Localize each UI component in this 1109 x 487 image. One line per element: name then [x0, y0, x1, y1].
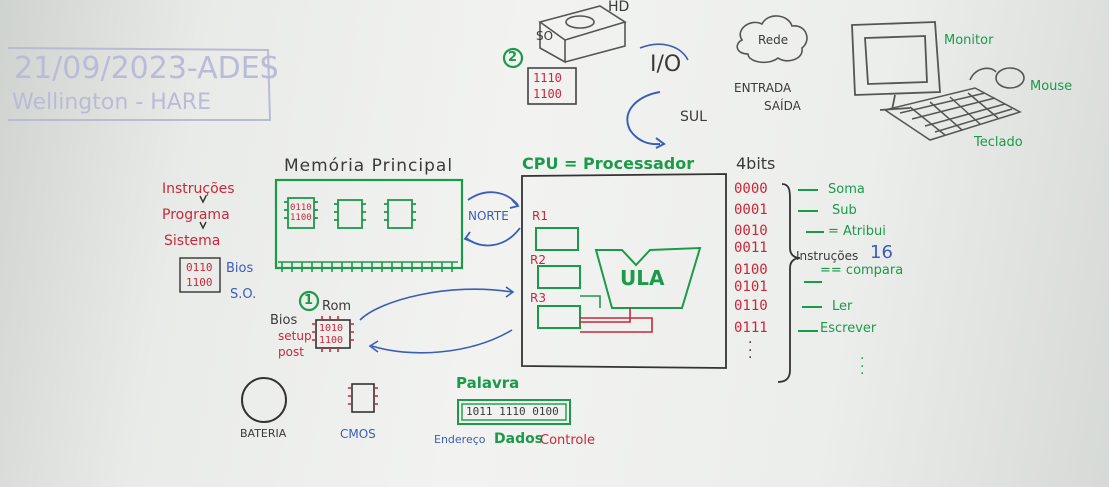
mouse-label: Mouse: [1030, 79, 1073, 94]
entrada-label: ENTRADA: [734, 81, 792, 95]
mouse-sketch: [969, 67, 1025, 89]
instruction-op: Sub: [832, 203, 857, 218]
register-r3: R3: [530, 291, 546, 305]
instruction-code: 0110: [734, 298, 768, 314]
palavra-bits: 1011 1110 0100: [466, 405, 559, 418]
norte-arrow-top: [467, 191, 519, 206]
ops-ellipsis: ···: [860, 351, 865, 383]
monitor-label: Monitor: [944, 33, 994, 48]
monitor-sketch: [851, 21, 941, 111]
instruction-brace: [777, 183, 801, 383]
codes-ellipsis: ···: [748, 335, 753, 367]
cpu-title: CPU = Processador: [522, 154, 695, 173]
cpu-registers: [535, 227, 581, 329]
chain-arrows: [199, 195, 207, 230]
so-label: S.O.: [230, 287, 257, 302]
palavra-controle: Controle: [540, 433, 595, 448]
palavra-title: Palavra: [456, 374, 520, 392]
io-label: I/O: [650, 52, 682, 77]
bios-label: Bios: [226, 261, 254, 276]
cpu-rom-arrow: [371, 329, 513, 354]
rom-bits-line1: 1010: [319, 323, 344, 334]
palavra-dados: Dados: [494, 431, 544, 447]
bios-bits-box: [179, 257, 221, 293]
post-label: post: [278, 345, 304, 359]
hd-label: HD: [608, 0, 630, 15]
instruction-code: 0011: [734, 240, 768, 256]
rom-label: Rom: [322, 299, 352, 314]
chain-instrucoes: Instruções: [162, 181, 235, 197]
instruction-code: 0001: [734, 202, 768, 218]
instruction-op: Ler: [832, 299, 853, 314]
ula-wires: [580, 308, 653, 333]
teclado-label: Teclado: [974, 135, 1023, 150]
instruction-op: Soma: [828, 182, 865, 197]
cmos-chip: [351, 383, 375, 413]
rede-label: Rede: [758, 33, 789, 47]
bios2-label: Bios: [270, 313, 298, 328]
register-r1: R1: [532, 209, 548, 223]
memory-box: [274, 178, 464, 270]
keyboard-sketch: [883, 87, 1022, 141]
memory-pins: [278, 261, 458, 272]
instruction-dashes: [798, 189, 824, 332]
hd-bits-box: [527, 67, 577, 105]
step1-number: 1: [304, 293, 314, 308]
instruction-code: 0100: [734, 262, 768, 278]
norte-arrow-bottom: [465, 227, 521, 247]
rede-cloud: [736, 15, 808, 64]
step1-circle: [298, 290, 320, 312]
bits-header: 4bits: [736, 154, 776, 173]
instruction-code: 0101: [734, 279, 768, 295]
norte-label: NORTE: [468, 209, 509, 223]
palavra-box: [457, 399, 571, 425]
cmos-label: CMOS: [340, 427, 376, 441]
bateria-label: BATERIA: [240, 427, 287, 440]
cpu-box: [521, 173, 727, 369]
memory-chip-bits2: 1100: [290, 213, 312, 223]
instruction-code: 0000: [734, 181, 768, 197]
ula-label: ULA: [620, 266, 665, 290]
instruction-op: == compara: [820, 263, 904, 278]
hd-so-label: SO: [536, 29, 554, 43]
palavra-endereco: Endereço: [434, 433, 486, 446]
rom-chip: [315, 319, 351, 349]
hd-bits-line2: 1100: [533, 87, 562, 101]
hd-bits-line1: 1110: [533, 71, 562, 85]
chain-programa: Programa: [162, 207, 230, 223]
saida-label: SAÍDA: [764, 99, 801, 113]
date-line: 21/09/2023-ADES: [14, 51, 279, 86]
memory-chips: [284, 197, 416, 229]
memory-title: Memória Principal: [284, 156, 454, 176]
chain-sistema: Sistema: [164, 233, 221, 249]
instruction-code: 0111: [734, 320, 768, 336]
bios-bits-line1: 0110: [186, 261, 213, 274]
rom-cpu-arrow: [359, 288, 513, 321]
instrucoes-note: Instruções: [796, 249, 859, 263]
instruction-op: Escrever: [820, 321, 877, 336]
hd-drive-sketch: [538, 5, 627, 64]
io-cycle-arrow: [626, 91, 661, 146]
instruction-code: 0010: [734, 223, 768, 239]
step2-number: 2: [508, 50, 518, 65]
instrucoes-count: 16: [870, 242, 893, 263]
register-r2: R2: [530, 253, 546, 267]
rom-bits-line2: 1100: [319, 335, 344, 346]
battery-circle: [241, 377, 287, 423]
setup-label: setup: [278, 329, 312, 343]
bios-bits-line2: 1100: [186, 276, 213, 289]
header-box: [7, 47, 272, 121]
memory-chip-bits1: 0110: [290, 203, 312, 213]
instruction-op: = Atribui: [828, 224, 886, 239]
sul-label: SUL: [680, 109, 707, 125]
step2-circle: [502, 47, 524, 69]
name-line: Wellington - HARE: [12, 90, 211, 115]
ula-shape: [594, 246, 702, 309]
